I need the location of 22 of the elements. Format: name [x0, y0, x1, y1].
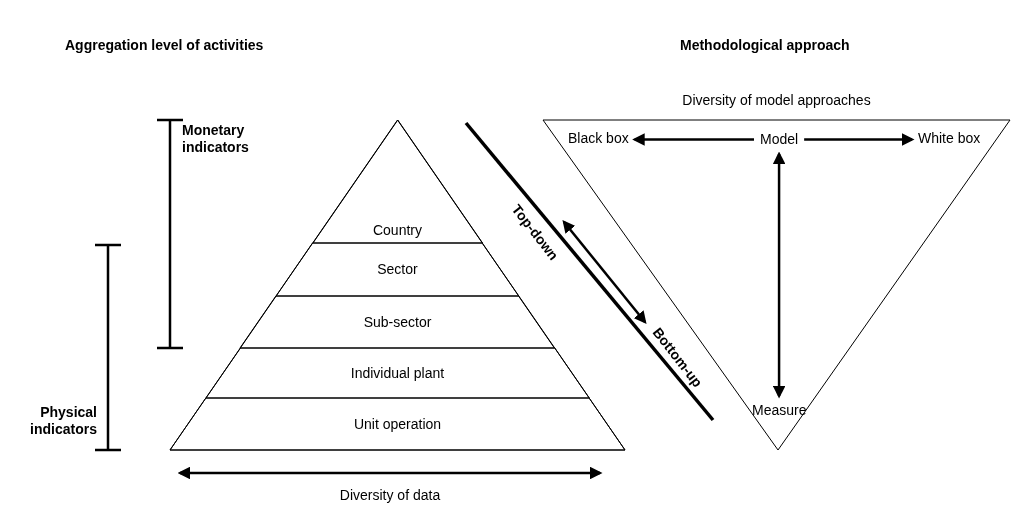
column-heading: Methodological approach [680, 37, 850, 54]
indicator-label: Monetary indicators [182, 122, 250, 156]
layer-label: Unit operation [352, 415, 443, 433]
approach-label: White box [918, 130, 981, 147]
layer-label: Individual plant [349, 364, 446, 382]
layer-label: Sub-sector [362, 313, 433, 331]
arrow [632, 133, 754, 146]
approach-label: Measure [752, 402, 807, 419]
axis-label: Diversity of data [338, 487, 442, 504]
arrow [804, 133, 915, 146]
pyramid-layer [240, 296, 555, 348]
layer-label: Sector [376, 261, 419, 278]
triangle-heading: Diversity of model approaches [681, 92, 872, 109]
column-heading: Aggregation level of activities [65, 37, 264, 54]
pyramid-layer [312, 120, 483, 243]
approach-label: Black box [568, 130, 629, 147]
pyramid-layer [205, 348, 590, 398]
approach-label: Model [760, 131, 799, 148]
layer-label: Country [371, 222, 423, 239]
arrow [772, 151, 786, 399]
indicator-label: Physical indicators [29, 404, 97, 438]
pyramid-layer [170, 398, 625, 450]
